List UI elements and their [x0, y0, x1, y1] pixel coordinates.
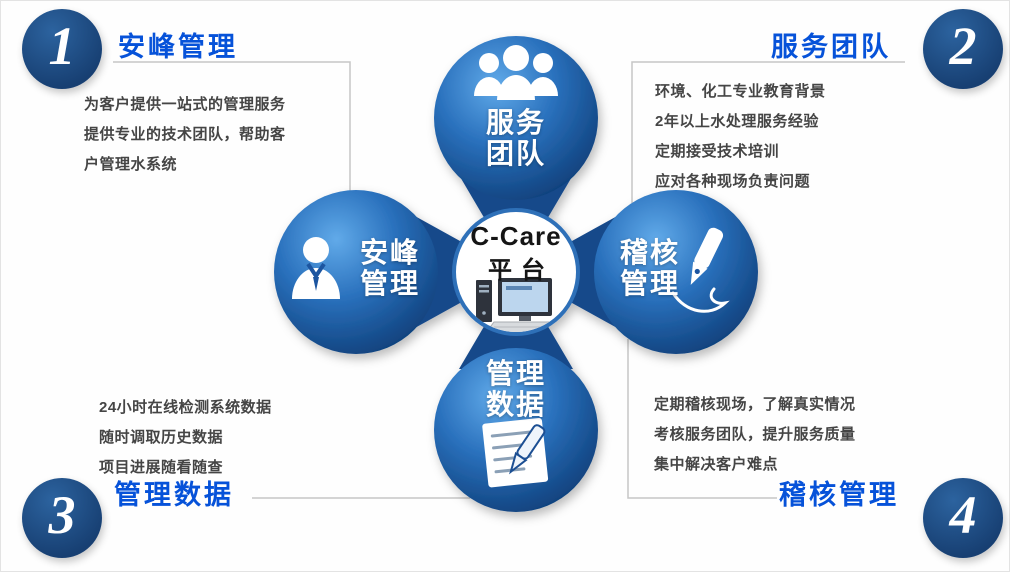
heading-service-team: 服务团队 [771, 32, 891, 62]
manager-icon [292, 237, 340, 299]
petal-label-line: 团队 [485, 138, 546, 169]
team-icon [474, 45, 558, 100]
heading-anfeng-management: 安峰管理 [118, 32, 238, 62]
petal-label-line: 管理 [359, 268, 420, 299]
petal-left [274, 190, 438, 354]
petal-label-line: 服务 [485, 107, 546, 138]
description-line: 2年以上水处理服务经验 [655, 113, 819, 130]
number-badge-1: 1 [22, 9, 102, 89]
hub-title: C-Care [470, 221, 562, 251]
description-block-3: 24小时在线检测系统数据 随时调取历史数据 项目进展随看随查 [99, 393, 272, 483]
badge-number: 4 [949, 485, 977, 545]
number-badge-2: 2 [923, 9, 1003, 89]
badge-number: 3 [48, 485, 76, 545]
heading-audit-management: 稽核管理 [779, 480, 899, 510]
connector-line-4 [627, 339, 777, 499]
number-badge-4: 4 [923, 478, 1003, 558]
document-pen-icon [482, 418, 549, 488]
description-line: 定期接受技术培训 [655, 143, 780, 160]
petal-label-line: 安峰 [359, 237, 420, 268]
petal-label-management-data: 管理 数据 [451, 358, 581, 420]
heading-management-data: 管理数据 [114, 480, 234, 510]
description-block-1: 为客户提供一站式的管理服务 提供专业的技术团队，帮助客 户管理水系统 [84, 90, 286, 180]
petal-label-line: 管理 [619, 268, 680, 299]
description-line: 定期稽核现场，了解真实情况 [654, 396, 856, 413]
pen-icon [671, 227, 730, 313]
petal-label-line: 数据 [485, 389, 546, 420]
description-block-4: 定期稽核现场，了解真实情况 考核服务团队，提升服务质量 集中解决客户难点 [654, 390, 856, 480]
connector-line-1 [113, 61, 351, 192]
description-line: 为客户提供一站式的管理服务 [84, 96, 286, 113]
petal-label-line: 管理 [485, 358, 546, 389]
description-line: 环境、化工专业教育背景 [655, 83, 826, 100]
petal-label-line: 稽核 [619, 237, 680, 268]
description-line: 考核服务团队，提升服务质量 [654, 426, 856, 443]
hub-subtitle: 平台 [488, 257, 554, 284]
badge-number: 2 [949, 16, 977, 76]
badge-number: 1 [48, 16, 76, 76]
connector-line-2 [631, 61, 905, 203]
petal-label-anfeng-management: 安峰 管理 [342, 237, 438, 299]
description-line: 24小时在线检测系统数据 [99, 399, 272, 416]
description-line: 项目进展随看随查 [99, 459, 224, 476]
description-block-2: 环境、化工专业教育背景 2年以上水处理服务经验 定期接受技术培训 应对各种现场负… [655, 77, 826, 197]
petal-label-audit-management: 稽核 管理 [602, 237, 698, 299]
number-badge-3: 3 [22, 478, 102, 558]
description-line: 提供专业的技术团队，帮助客 [84, 126, 286, 143]
petal-top [434, 36, 598, 200]
description-line: 集中解决客户难点 [654, 456, 779, 473]
description-line: 应对各种现场负责问题 [655, 173, 811, 190]
description-line: 随时调取历史数据 [99, 429, 224, 446]
description-line: 户管理水系统 [84, 156, 178, 173]
petal-label-service-team: 服务 团队 [451, 107, 581, 169]
